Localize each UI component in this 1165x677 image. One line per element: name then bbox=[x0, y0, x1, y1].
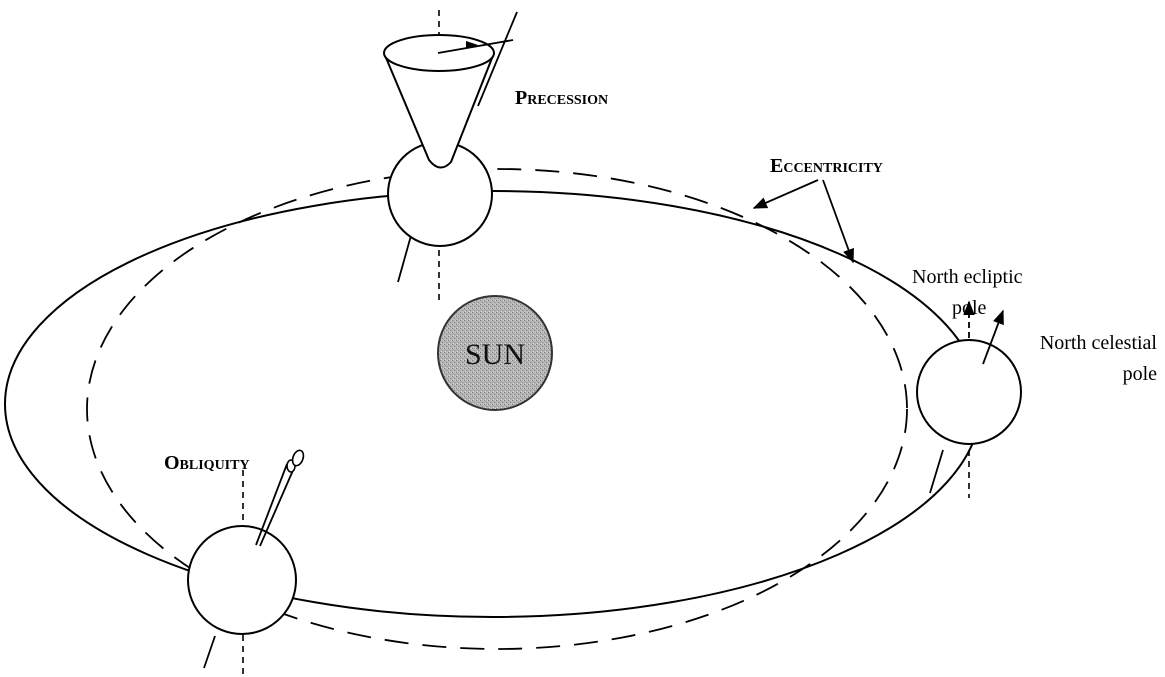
sun-label: SUN bbox=[465, 338, 525, 371]
planet-precession bbox=[383, 10, 518, 300]
north-celestial-label-line2: pole bbox=[1123, 363, 1158, 385]
eccentricity-label: Eccentricity bbox=[770, 155, 883, 177]
eccentricity-arrow-left bbox=[752, 179, 819, 209]
obliquity-label: Obliquity bbox=[164, 452, 250, 474]
north-ecliptic-label-line1: North ecliptic bbox=[912, 266, 1023, 288]
precession-label: Precession bbox=[515, 87, 608, 109]
circular-orbit-dashed bbox=[86, 168, 908, 650]
north-ecliptic-label-line2: pole bbox=[952, 297, 987, 319]
planet-obliquity bbox=[187, 449, 305, 677]
eccentricity-arrow-right bbox=[822, 179, 854, 264]
north-celestial-arrow bbox=[982, 309, 1004, 365]
north-celestial-label-line1: North celestial bbox=[1040, 332, 1158, 354]
planet-poles bbox=[916, 339, 1022, 498]
sun bbox=[437, 295, 553, 411]
